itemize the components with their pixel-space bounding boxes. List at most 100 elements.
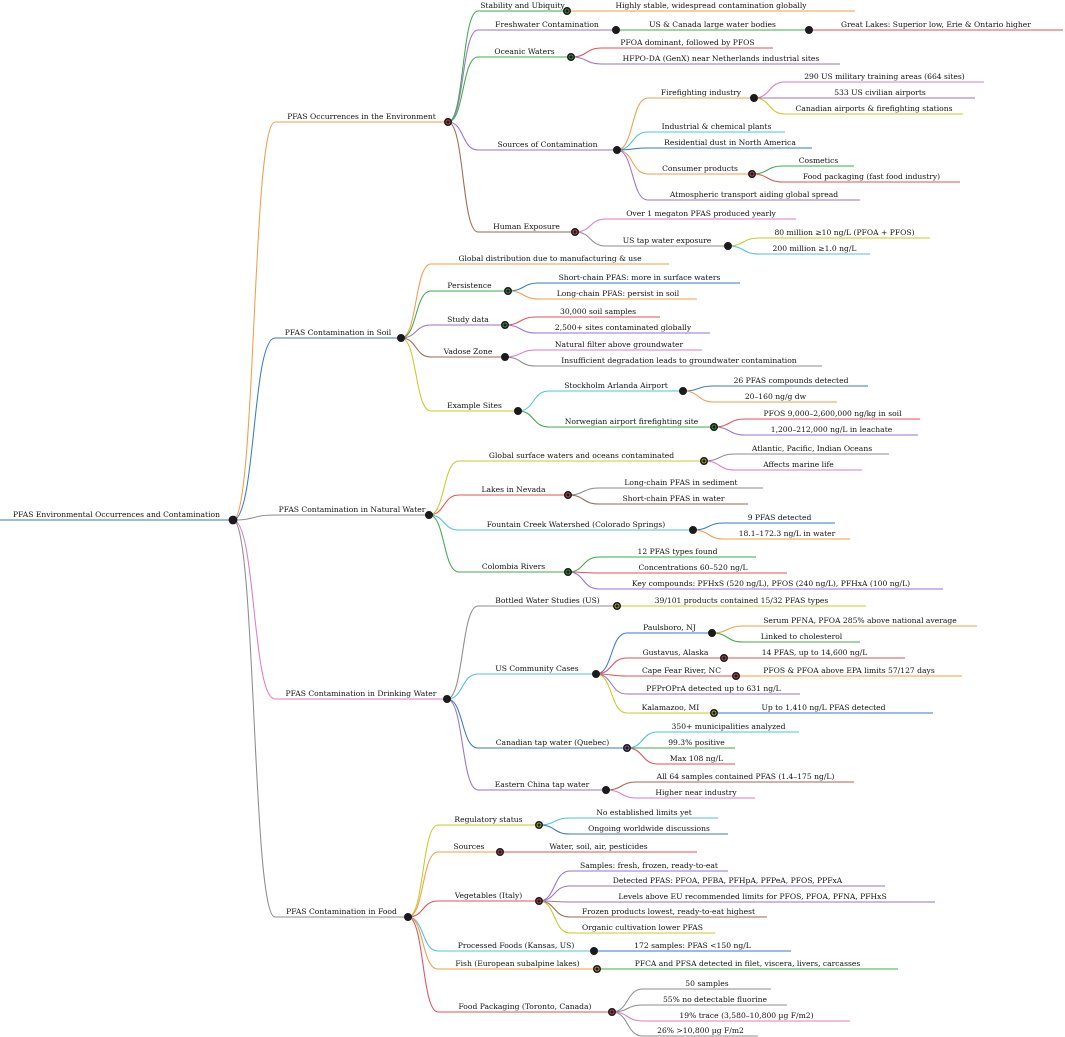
node-label-us-community-cases[interactable]: US Community Cases: [495, 664, 578, 673]
node-label-colombia-rivers[interactable]: Colombia Rivers: [482, 562, 545, 571]
node-dot-eastern-china-tap-water[interactable]: [601, 785, 610, 794]
node-label-cape-fear-river-nc[interactable]: Cape Fear River, NC: [642, 666, 721, 675]
node-label-all-64-samples-contained-pfas-1-4-175-ng-l[interactable]: All 64 samples contained PFAS (1.4–175 n…: [656, 772, 835, 781]
node-dot-us-tap-water-exposure[interactable]: [723, 242, 732, 251]
node-label-50-samples[interactable]: 50 samples: [685, 979, 728, 988]
node-label-pfas-contamination-in-soil[interactable]: PFAS Contamination in Soil: [285, 328, 392, 337]
node-label-fish-european-subalpine-lakes[interactable]: Fish (European subalpine lakes): [455, 959, 579, 968]
node-label-key-compounds-pfhxs-520-ng-l-pfos-240-ng-l-pfhxa[interactable]: Key compounds: PFHxS (520 ng/L), PFOS (2…: [632, 579, 910, 588]
node-label-industrial-chemical-plants[interactable]: Industrial & chemical plants: [662, 122, 772, 131]
node-label-pfas-occurrences-in-the-environment[interactable]: PFAS Occurrences in the Environment: [287, 112, 436, 121]
node-label-us-canada-large-water-bodies[interactable]: US & Canada large water bodies: [649, 20, 776, 29]
node-label-human-exposure[interactable]: Human Exposure: [493, 222, 560, 231]
node-dot-pfas-contamination-in-soil[interactable]: [396, 333, 405, 342]
node-label-concentrations-60-520-ng-l[interactable]: Concentrations 60–520 ng/L: [638, 563, 747, 572]
node-label-linked-to-cholesterol[interactable]: Linked to cholesterol: [761, 632, 843, 641]
node-label-14-pfas-up-to-14-600-ng-l[interactable]: 14 PFAS, up to 14,600 ng/L: [762, 648, 868, 657]
node-label-533-us-civilian-airports[interactable]: 533 US civilian airports: [834, 88, 926, 97]
node-label-gustavus-alaska[interactable]: Gustavus, Alaska: [643, 648, 709, 657]
node-label-short-chain-pfas-in-water[interactable]: Short-chain PFAS in water: [622, 494, 724, 503]
node-label-30-000-soil-samples[interactable]: 30,000 soil samples: [560, 307, 636, 316]
node-label-persistence[interactable]: Persistence: [447, 281, 492, 290]
node-label-regulatory-status[interactable]: Regulatory status: [454, 815, 522, 824]
node-label-pfas-environmental-occurrences-and-contamination[interactable]: PFAS Environmental Occurrences and Conta…: [13, 510, 220, 519]
node-dot-pfas-environmental-occurrences-and-contamination[interactable]: [228, 515, 238, 525]
node-dot-pfas-contamination-in-natural-water[interactable]: [424, 510, 433, 519]
node-label-55-no-detectable-fluorine[interactable]: 55% no detectable fluorine: [663, 995, 768, 1004]
node-dot-sources-of-contamination[interactable]: [612, 146, 621, 155]
node-label-global-distribution-due-to-manufacturing-use[interactable]: Global distribution due to manufacturing…: [458, 254, 642, 263]
node-label-9-pfas-detected[interactable]: 9 PFAS detected: [748, 513, 812, 522]
node-label-short-chain-pfas-more-in-surface-waters[interactable]: Short-chain PFAS: more in surface waters: [559, 273, 721, 282]
node-label-levels-above-eu-recommended-limits-for-pfos-pfoa[interactable]: Levels above EU recommended limits for P…: [618, 892, 886, 901]
node-label-freshwater-contamination[interactable]: Freshwater Contamination: [495, 20, 599, 29]
node-dot-fountain-creek-watershed-colorado-springs[interactable]: [688, 525, 697, 534]
node-label-ongoing-worldwide-discussions[interactable]: Ongoing worldwide discussions: [588, 824, 710, 833]
node-label-vegetables-italy[interactable]: Vegetables (Italy): [454, 891, 523, 900]
node-label-hfpo-da-genx-near-netherlands-industrial-sites[interactable]: HFPO-DA (GenX) near Netherlands industri…: [623, 54, 820, 63]
node-label-food-packaging-toronto-canada[interactable]: Food Packaging (Toronto, Canada): [458, 1002, 591, 1011]
node-label-canadian-airports-firefighting-stations[interactable]: Canadian airports & firefighting station…: [795, 104, 952, 113]
node-dot-pfas-contamination-in-drinking-water[interactable]: [442, 694, 451, 703]
node-label-long-chain-pfas-persist-in-soil[interactable]: Long-chain PFAS: persist in soil: [557, 289, 680, 298]
node-label-fountain-creek-watershed-colorado-springs[interactable]: Fountain Creek Watershed (Colorado Sprin…: [487, 520, 665, 529]
node-label-food-packaging-fast-food-industry[interactable]: Food packaging (fast food industry): [803, 172, 940, 181]
node-dot-us-community-cases[interactable]: [591, 669, 600, 678]
node-dot-example-sites[interactable]: [513, 406, 522, 415]
node-dot-paulsboro-nj[interactable]: [707, 628, 716, 637]
node-label-samples-fresh-frozen-ready-to-eat[interactable]: Samples: fresh, frozen, ready-to-eat: [580, 861, 718, 870]
node-label-oceanic-waters[interactable]: Oceanic Waters: [494, 47, 554, 56]
node-label-1-200-212-000-ng-l-in-leachate[interactable]: 1,200–212,000 ng/L in leachate: [771, 425, 893, 434]
node-label-long-chain-pfas-in-sediment[interactable]: Long-chain PFAS in sediment: [624, 478, 737, 487]
node-dot-processed-foods-kansas-us[interactable]: [589, 946, 598, 955]
node-label-highly-stable-widespread-contamination-globally[interactable]: Highly stable, widespread contamination …: [615, 1, 807, 10]
node-label-serum-pfna-pfoa-285-above-national-average[interactable]: Serum PFNA, PFOA 285% above national ave…: [763, 616, 957, 625]
node-label-2-500-sites-contaminated-globally[interactable]: 2,500+ sites contaminated globally: [555, 323, 692, 332]
node-label-pfos-9-000-2-600-000-ng-kg-in-soil[interactable]: PFOS 9,000–2,600,000 ng/kg in soil: [763, 409, 902, 418]
node-label-eastern-china-tap-water[interactable]: Eastern China tap water: [495, 780, 590, 789]
node-dot-freshwater-contamination[interactable]: [611, 25, 620, 34]
node-label-no-established-limits-yet[interactable]: No established limits yet: [596, 808, 692, 817]
node-label-19-trace-3-580-10-800-g-f-m2[interactable]: 19% trace (3,580–10,800 µg F/m2): [679, 1011, 813, 1020]
node-label-99-3-positive[interactable]: 99.3% positive: [668, 738, 725, 747]
node-dot-pfas-contamination-in-food[interactable]: [403, 912, 412, 921]
node-label-norwegian-airport-firefighting-site[interactable]: Norwegian airport firefighting site: [565, 417, 699, 426]
node-label-350-municipalities-analyzed[interactable]: 350+ municipalities analyzed: [672, 722, 786, 731]
node-label-20-160-ng-g-dw[interactable]: 20–160 ng/g dw: [745, 392, 807, 401]
node-label-cosmetics[interactable]: Cosmetics: [799, 156, 839, 165]
node-label-stability-and-ubiquity[interactable]: Stability and Ubiquity: [480, 1, 565, 10]
node-label-paulsboro-nj[interactable]: Paulsboro, NJ: [643, 623, 696, 632]
node-label-higher-near-industry[interactable]: Higher near industry: [655, 788, 737, 797]
node-label-frozen-products-lowest-ready-to-eat-highest[interactable]: Frozen products lowest, ready-to-eat hig…: [582, 907, 755, 916]
node-label-global-surface-waters-and-oceans-contaminated[interactable]: Global surface waters and oceans contami…: [489, 451, 674, 460]
node-label-firefighting-industry[interactable]: Firefighting industry: [661, 88, 742, 97]
node-label-172-samples-pfas-150-ng-l[interactable]: 172 samples: PFAS <150 ng/L: [634, 941, 751, 950]
node-label-39-101-products-contained-15-32-pfas-types[interactable]: 39/101 products contained 15/32 PFAS typ…: [655, 596, 829, 605]
node-label-26-10-800-g-f-m2[interactable]: 26% >10,800 µg F/m2: [657, 1026, 744, 1035]
node-label-pfpropra-detected-up-to-631-ng-l[interactable]: PFPrOPrA detected up to 631 ng/L: [646, 684, 780, 693]
node-label-kalamazoo-mi[interactable]: Kalamazoo, MI: [642, 703, 700, 712]
node-label-insufficient-degradation-leads-to-groundwater-co[interactable]: Insufficient degradation leads to ground…: [561, 356, 797, 365]
node-label-sources-of-contamination[interactable]: Sources of Contamination: [498, 140, 598, 149]
node-label-us-tap-water-exposure[interactable]: US tap water exposure: [623, 236, 712, 245]
node-label-natural-filter-above-groundwater[interactable]: Natural filter above groundwater: [555, 340, 684, 349]
node-label-lakes-in-nevada[interactable]: Lakes in Nevada: [481, 485, 546, 494]
node-label-organic-cultivation-lower-pfas[interactable]: Organic cultivation lower PFAS: [582, 923, 703, 932]
node-label-atlantic-pacific-indian-oceans[interactable]: Atlantic, Pacific, Indian Oceans: [751, 444, 872, 453]
node-label-max-108-ng-l[interactable]: Max 108 ng/L: [670, 754, 723, 763]
node-label-up-to-1-410-ng-l-pfas-detected[interactable]: Up to 1,410 ng/L PFAS detected: [761, 703, 885, 712]
node-label-residential-dust-in-north-america[interactable]: Residential dust in North America: [664, 138, 796, 147]
node-label-pfas-contamination-in-food[interactable]: PFAS Contamination in Food: [286, 907, 397, 916]
node-label-200-million-1-0-ng-l[interactable]: 200 million ≥1.0 ng/L: [773, 244, 857, 253]
node-dot-stockholm-arlanda-airport[interactable]: [678, 386, 687, 395]
node-label-pfas-contamination-in-natural-water[interactable]: PFAS Contamination in Natural Water: [279, 505, 426, 514]
node-label-80-million-10-ng-l-pfoa-pfos[interactable]: 80 million ≥10 ng/L (PFOA + PFOS): [774, 228, 914, 237]
node-label-18-1-172-3-ng-l-in-water[interactable]: 18.1–172.3 ng/L in water: [739, 529, 836, 538]
node-dot-us-canada-large-water-bodies[interactable]: [804, 25, 813, 34]
node-label-water-soil-air-pesticides[interactable]: Water, soil, air, pesticides: [549, 842, 647, 851]
node-label-great-lakes-superior-low-erie-ontario-higher[interactable]: Great Lakes: Superior low, Erie & Ontari…: [841, 20, 1031, 29]
node-label-pfos-pfoa-above-epa-limits-57-127-days[interactable]: PFOS & PFOA above EPA limits 57/127 days: [763, 666, 935, 675]
node-label-over-1-megaton-pfas-produced-yearly[interactable]: Over 1 megaton PFAS produced yearly: [626, 209, 776, 218]
node-label-vadose-zone[interactable]: Vadose Zone: [443, 347, 493, 356]
node-label-26-pfas-compounds-detected[interactable]: 26 PFAS compounds detected: [734, 376, 849, 385]
